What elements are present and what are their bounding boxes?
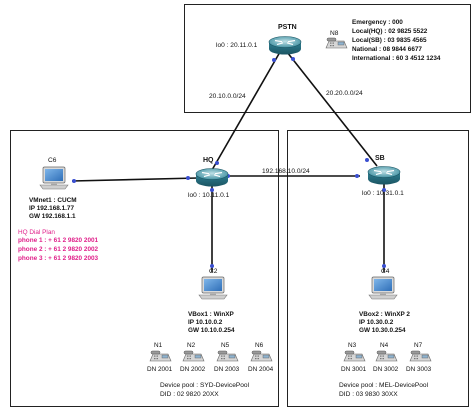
phone-name: N1: [154, 342, 163, 349]
port-dot: [272, 58, 276, 62]
phone-n4[interactable]: [375, 350, 398, 362]
pc-c6-label: C6: [48, 157, 57, 164]
pstn-local-hq: Local(HQ) : 02 9825 5522: [352, 28, 428, 35]
sb-did: DID : 03 9830 30XX: [339, 391, 398, 398]
pc-c2-line3: GW 10.10.0.254: [188, 327, 235, 334]
hq-dialplan-line3: phone 3 : + 61 2 9820 2003: [18, 255, 99, 262]
sb-phone-list: N3 DN 3001 N4 DN 3002 N7 DN 3003: [341, 342, 432, 373]
phone-dn: DN 3001: [341, 366, 367, 373]
sb-loopback-label: lo0 : 10.31.0.1: [362, 190, 404, 197]
phone-n1[interactable]: [149, 350, 172, 362]
phone-n8[interactable]: [325, 37, 348, 49]
ip-phone-icon: [250, 350, 273, 362]
sb-router-label: SB: [375, 155, 385, 162]
pstn-national: National : 08 9844 6677: [352, 46, 422, 53]
phone-n5[interactable]: [216, 350, 239, 362]
ip-phone-icon: [409, 350, 432, 362]
hq-dialplan-line1: phone 1 : + 61 2 9820 2001: [18, 237, 99, 244]
computer-icon: [198, 276, 228, 300]
port-dot: [291, 57, 295, 61]
port-dot: [186, 176, 190, 180]
pc-c4-label: C4: [381, 268, 390, 275]
ip-phone-icon: [343, 350, 366, 362]
phone-n6[interactable]: [250, 350, 273, 362]
phone-n3[interactable]: [343, 350, 366, 362]
hq-loopback-label: lo0 : 10.11.0.1: [188, 192, 230, 199]
pstn-router-label: PSTN: [278, 24, 297, 31]
phone-name: N7: [414, 342, 423, 349]
link-hq-pstn: [211, 51, 281, 171]
ip-phone-icon: [325, 37, 348, 49]
phone-name: N2: [187, 342, 196, 349]
port-dot: [72, 179, 76, 183]
hq-router[interactable]: [195, 167, 229, 188]
pc-c4-line3: GW 10.30.0.254: [359, 327, 406, 334]
ip-phone-icon: [182, 350, 205, 362]
pstn-local-sb: Local(SB) : 03 9835 4565: [352, 37, 427, 44]
phone-n2[interactable]: [182, 350, 205, 362]
pc-c6[interactable]: [39, 166, 69, 190]
link-label-sb-pstn: 20.20.0.0/24: [326, 90, 363, 97]
pstn-emergency: Emergency : 000: [352, 19, 403, 26]
sb-device-pool: Device pool : MEL-DevicePool: [339, 382, 429, 389]
pc-c4-line2: IP 10.30.0.2: [359, 319, 394, 326]
router-icon: [195, 167, 229, 188]
port-dot: [210, 264, 214, 268]
phone-n8-label: N8: [330, 30, 339, 37]
pc-c6-line2: IP 192.168.1.77: [29, 205, 74, 212]
phone-dn: DN 3003: [406, 366, 432, 373]
phone-name: N6: [255, 342, 264, 349]
link-label-hq-pstn: 20.10.0.0/24: [209, 93, 246, 100]
phone-name: N3: [348, 342, 357, 349]
phone-name: N4: [380, 342, 389, 349]
port-dot: [365, 158, 369, 162]
link-sb-pstn: [286, 51, 378, 167]
phone-dn: DN 2002: [180, 366, 206, 373]
pstn-international: International : 60 3 4512 1234: [352, 55, 441, 62]
hq-router-label: HQ: [203, 157, 214, 164]
phone-dn: DN 2004: [248, 366, 274, 373]
hq-dialplan-line2: phone 2 : + 61 2 9820 2002: [18, 246, 99, 253]
ip-phone-icon: [216, 350, 239, 362]
sb-router[interactable]: [367, 165, 401, 186]
pc-c4[interactable]: [368, 276, 398, 300]
port-dot: [382, 264, 386, 268]
phone-name: N5: [221, 342, 230, 349]
ip-phone-icon: [375, 350, 398, 362]
router-icon: [268, 35, 302, 56]
hq-did: DID : 02 9820 20XX: [160, 391, 219, 398]
pc-c2-label: C2: [209, 268, 218, 275]
port-dot: [215, 161, 219, 165]
ip-phone-icon: [149, 350, 172, 362]
port-dot: [210, 188, 214, 192]
pc-c2[interactable]: [198, 276, 228, 300]
computer-icon: [39, 166, 69, 190]
port-dot: [355, 174, 359, 178]
hq-device-pool: Device pool : SYD-DevicePool: [160, 382, 250, 389]
hq-dialplan-title: HQ Dial Plan: [18, 229, 55, 236]
router-icon: [367, 165, 401, 186]
link-label-hq-sb: 192.168.10.0/24: [262, 168, 310, 175]
phone-dn: DN 2001: [147, 366, 173, 373]
pc-c2-line2: IP 10.10.0.2: [188, 319, 223, 326]
pc-c2-line1: VBox1 : WinXP: [188, 311, 234, 318]
port-dot: [382, 188, 386, 192]
pstn-area-box: [184, 4, 471, 113]
pc-c6-line3: GW 192.168.1.1: [29, 213, 76, 220]
phone-n7[interactable]: [409, 350, 432, 362]
sb-area-box: [287, 130, 469, 407]
phone-dn: DN 3002: [373, 366, 399, 373]
pc-c6-line1: VMnet1 : CUCM: [29, 197, 77, 204]
pstn-loopback-label: lo0 : 20.11.0.1: [216, 42, 258, 49]
pstn-router[interactable]: [268, 35, 302, 56]
pc-c4-line1: VBox2 : WinXP 2: [359, 311, 410, 318]
phone-dn: DN 2003: [214, 366, 240, 373]
hq-phone-list: N1 DN 2001 N2 DN 2002 N5 DN 2003 N6 DN 2…: [147, 342, 274, 373]
computer-icon: [368, 276, 398, 300]
link-hq-c6: [71, 177, 199, 182]
hq-area-box: [10, 130, 279, 407]
